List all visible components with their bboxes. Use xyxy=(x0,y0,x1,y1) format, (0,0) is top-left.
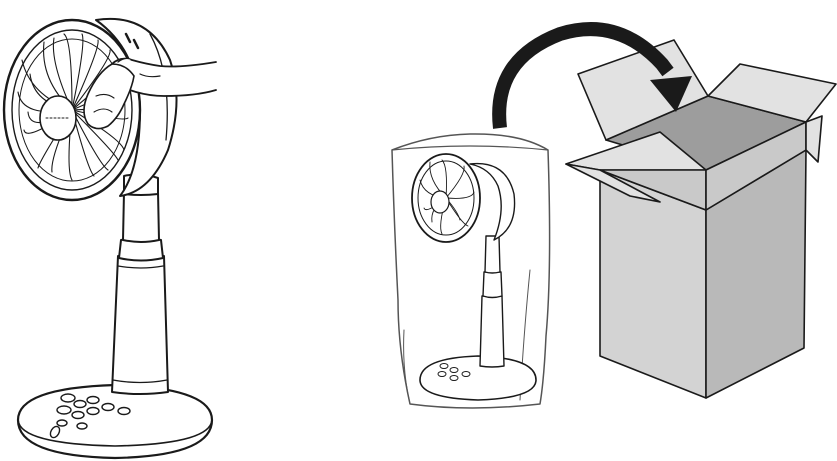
box-icon xyxy=(566,40,836,398)
plastic-bag-icon xyxy=(392,134,550,408)
fan-base xyxy=(18,385,212,458)
fan-pole xyxy=(112,174,168,394)
fan-icon xyxy=(4,19,216,458)
